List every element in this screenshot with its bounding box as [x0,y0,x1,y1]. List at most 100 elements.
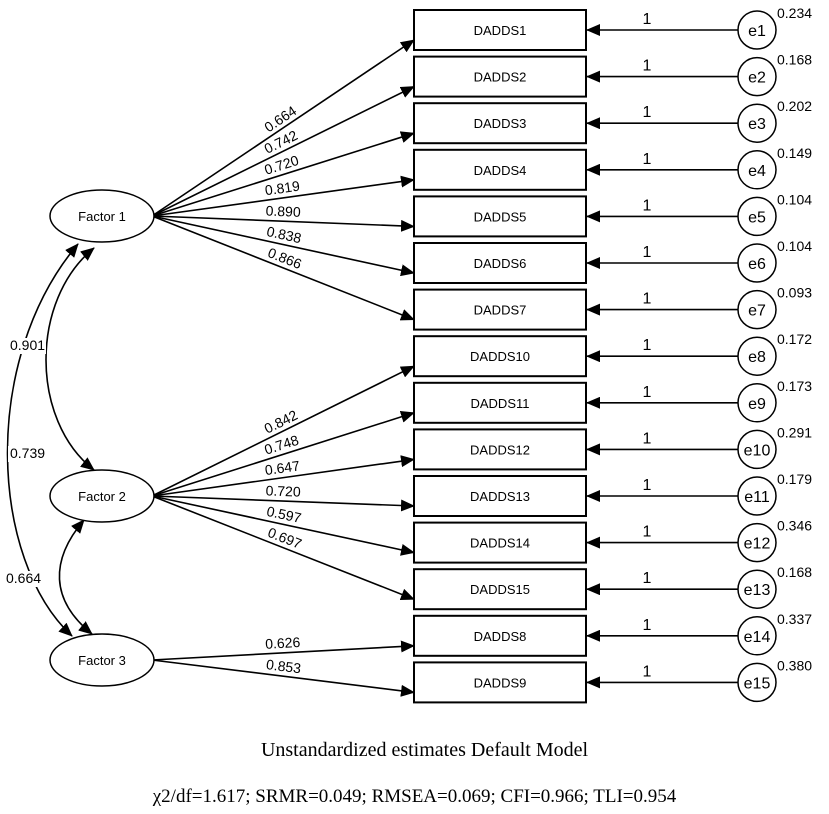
error-variance-e8: 0.172 [777,331,812,347]
factor-label-f3: Factor 3 [78,653,126,668]
item-box-dadds13 [413,475,587,517]
loading-arrow-dadds12 [151,455,415,497]
error-label-e1: e1 [748,23,766,40]
error-path-weight-e5: 1 [643,197,652,214]
item-box-dadds1 [413,9,587,51]
loading-value-dadds12: 0.647 [264,457,301,478]
item-label-dadds6: DADDS6 [474,256,527,271]
item-box-dadds12 [413,428,587,471]
loading-arrow-dadds8 [151,640,415,661]
loading-arrow-dadds7 [151,215,415,321]
item-box-dadds6 [413,242,587,284]
error-label-e15: e15 [744,675,771,692]
error-term-e12 [737,522,777,563]
loading-arrow-dadds9 [151,659,415,697]
item-label-dadds15: DADDS15 [470,582,530,597]
factor-node-f2 [49,469,155,523]
error-variance-e3: 0.202 [777,98,812,114]
error-label-e4: e4 [748,163,766,180]
item-box-dadds5 [413,195,587,238]
error-variance-e6: 0.104 [777,238,812,254]
loading-arrow-dadds13 [151,495,415,512]
error-term-e1 [737,10,777,50]
item-label-dadds10: DADDS10 [470,349,530,364]
loading-arrow-dadds2 [151,85,415,217]
item-label-dadds11: DADDS11 [470,396,529,411]
error-label-e3: e3 [748,116,766,133]
error-path-weight-e10: 1 [643,430,652,447]
error-term-e10 [737,429,777,470]
error-term-e9 [737,383,777,423]
error-term-e8 [737,336,777,376]
covariance-arrow-f1-f2 [45,247,95,471]
loading-value-dadds9: 0.853 [265,656,302,676]
error-label-e2: e2 [748,70,766,87]
loading-value-dadds8: 0.626 [265,634,301,652]
item-box-dadds7 [413,288,587,331]
loading-arrow-dadds1 [151,39,415,217]
item-label-dadds4: DADDS4 [474,163,527,178]
error-path-weight-e9: 1 [643,384,652,401]
item-box-dadds14 [413,521,587,564]
error-term-e3 [737,103,777,143]
error-variance-e1: 0.234 [777,5,812,21]
item-box-dadds8 [413,614,587,657]
factor-label-f2: Factor 2 [78,489,126,504]
loading-value-dadds5: 0.890 [265,203,301,220]
error-term-e6 [737,243,777,283]
error-label-e8: e8 [748,349,766,366]
error-path-weight-e4: 1 [643,151,652,168]
error-term-e2 [737,56,777,97]
item-label-dadds1: DADDS1 [474,23,527,38]
error-label-e6: e6 [748,256,766,273]
factor-node-f1 [49,189,155,243]
loading-arrow-dadds3 [151,131,415,217]
item-label-dadds13: DADDS13 [470,489,530,504]
covariance-arrow-f2-f3 [58,519,93,635]
item-label-dadds5: DADDS5 [474,209,527,224]
item-box-dadds4 [413,148,587,191]
error-variance-e2: 0.168 [777,52,812,68]
covariance-value-f2-f3: 0.664 [6,570,41,586]
error-path-weight-e2: 1 [643,58,652,75]
error-variance-e15: 0.380 [777,657,812,673]
error-label-e10: e10 [744,442,771,459]
error-variance-e10: 0.291 [777,424,812,440]
error-variance-e12: 0.346 [777,518,812,534]
loading-arrow-dadds4 [151,175,415,217]
item-box-dadds3 [413,102,587,145]
error-term-e13 [737,569,777,609]
error-label-e13: e13 [744,582,771,599]
loading-arrow-dadds10 [151,365,415,497]
error-path-weight-e3: 1 [643,104,652,121]
loading-arrow-dadds5 [151,215,415,232]
error-path-weight-e7: 1 [643,291,652,308]
loading-value-dadds4: 0.819 [264,178,301,199]
error-term-e14 [737,616,777,656]
item-label-dadds9: DADDS9 [474,675,527,690]
factor-node-f3 [49,633,155,687]
error-term-e7 [737,289,777,330]
item-box-dadds9 [413,661,587,704]
item-label-dadds8: DADDS8 [474,629,527,644]
factor-label-f1: Factor 1 [78,209,126,224]
error-path-weight-e12: 1 [643,524,652,541]
error-path-weight-e11: 1 [643,477,652,494]
error-path-weight-e13: 1 [643,570,652,587]
error-label-e9: e9 [748,396,766,413]
error-variance-e5: 0.104 [777,191,812,207]
error-label-e14: e14 [744,629,771,646]
error-term-e4 [737,150,777,190]
model-title: Unstandardized estimates Default Model [260,739,589,761]
item-label-dadds14: DADDS14 [470,536,530,551]
fit-indices: χ2/df=1.617; SRMR=0.049; RMSEA=0.069; CF… [152,786,677,807]
covariance-value-backing-f2-f3 [4,571,42,587]
item-label-dadds2: DADDS2 [474,70,527,85]
error-label-e12: e12 [744,536,771,553]
error-term-e15 [737,662,777,703]
error-label-e11: e11 [744,489,770,506]
error-label-e7: e7 [748,303,766,320]
loading-value-dadds13: 0.720 [265,482,301,499]
